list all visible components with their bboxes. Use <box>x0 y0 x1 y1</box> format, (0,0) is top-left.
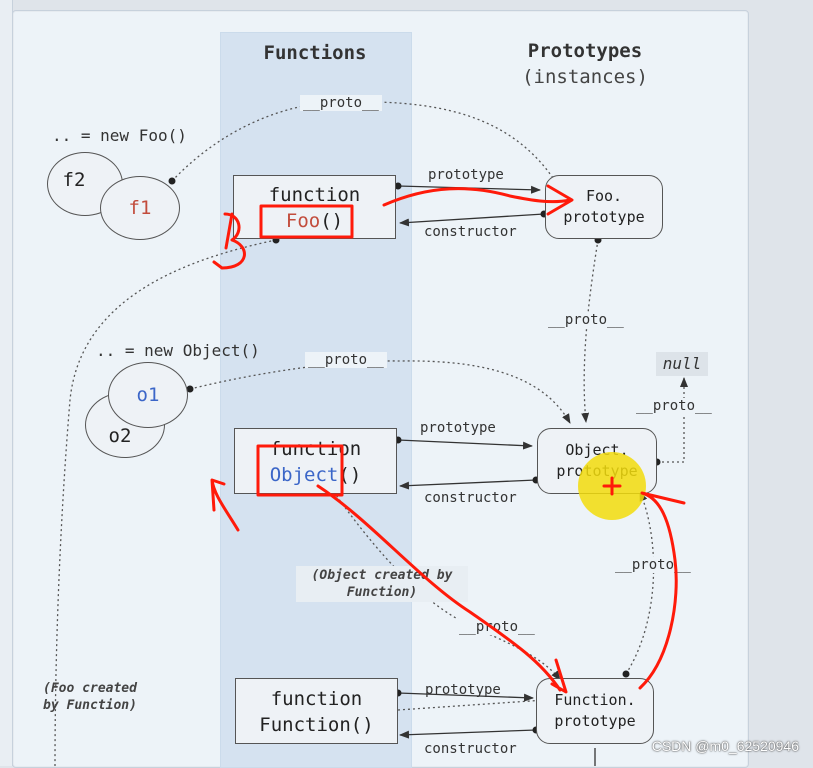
instance-f1: f1 <box>100 176 180 240</box>
function-constructor-arrow <box>399 729 537 739</box>
object-parens: () <box>338 464 362 486</box>
object-fn-proto-link <box>321 474 561 681</box>
object-proto-null-link <box>657 377 688 463</box>
constructor-label-function: constructor <box>424 741 517 757</box>
foo-created-note-line1: (Foo created <box>43 681 137 696</box>
foo-created-note-line2: by Function) <box>43 698 137 713</box>
foo-to-prototype-stroke <box>382 184 574 216</box>
foo-fn-proto-link <box>54 239 277 766</box>
left-arrow-stroke <box>210 478 240 532</box>
function-prototype-arrow <box>397 692 534 702</box>
proto-label-function-prototype: __proto__ <box>612 557 694 573</box>
foo-parens: () <box>320 210 344 232</box>
function-function-box: function Function() <box>235 678 398 744</box>
foo-prototype-line2: prototype <box>563 208 645 226</box>
function-to-object-proto-stroke <box>638 491 686 690</box>
function-prototype-line2: prototype <box>554 712 636 730</box>
function-name: Function() <box>259 714 374 736</box>
foo-keyword: function <box>268 184 361 206</box>
constructor-label-object: constructor <box>424 490 517 506</box>
functions-header: Functions <box>263 42 367 64</box>
o2-label: o2 <box>108 425 132 447</box>
f1-label: f1 <box>128 197 152 219</box>
object-keyword: function <box>269 438 362 460</box>
proto-label-foo-prototype: __proto__ <box>545 312 627 328</box>
new-foo-label: .. = new Foo() <box>52 126 187 145</box>
object-name: Object <box>269 464 339 486</box>
constructor-label-foo: constructor <box>424 224 517 240</box>
proto-label-f1: __proto__ <box>300 95 382 111</box>
foo-prototype-line1: Foo. <box>585 187 623 205</box>
f2-label: f2 <box>62 169 86 191</box>
proto-label-object-fn: __proto__ <box>456 619 538 635</box>
instances-subheader: (instances) <box>522 66 648 88</box>
foo-prototype-box: Foo. prototype <box>545 175 663 239</box>
o1-label: o1 <box>136 384 160 406</box>
object-constructor-arrow <box>399 479 537 490</box>
prototype-label-foo: prototype <box>428 167 504 183</box>
null-value: null <box>656 352 708 376</box>
foo-highlight-box <box>259 204 354 239</box>
proto-label-o1: __proto__ <box>305 352 387 368</box>
new-object-label: .. = new Object() <box>96 341 260 360</box>
object-created-note-line2: Function) <box>346 585 418 600</box>
foo-constructor-arrow <box>399 213 545 227</box>
function-keyword: function <box>270 688 363 710</box>
foo-proto-proto-link <box>581 239 599 423</box>
function-prototype-line1: Function. <box>554 691 636 709</box>
left-bracket-stroke <box>212 212 246 270</box>
csdn-watermark: CSDN @m0_62520946 <box>651 738 799 754</box>
prototypes-header: Prototypes <box>527 40 643 62</box>
object-prototype-arrow <box>397 439 533 450</box>
instance-o1: o1 <box>108 362 188 428</box>
functions-column-band <box>220 32 412 768</box>
function-prototype-box: Function. prototype <box>536 678 654 744</box>
object-function-box: function Object() <box>234 428 397 494</box>
foo-name: Foo <box>285 210 321 232</box>
foo-created-note: (Foo created by Function) <box>34 680 146 714</box>
prototype-label-object: prototype <box>420 420 496 436</box>
object-to-function-proto-stroke <box>316 484 568 694</box>
object-highlight-box <box>256 444 344 497</box>
prototype-label-function: prototype <box>425 682 501 698</box>
proto-label-object-prototype: __proto__ <box>633 398 715 414</box>
